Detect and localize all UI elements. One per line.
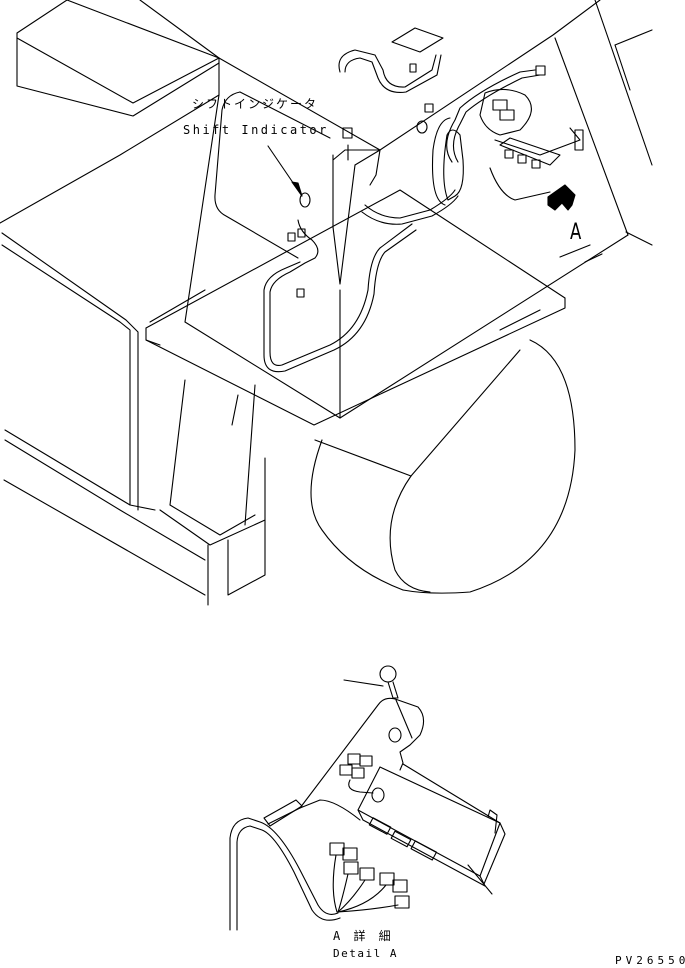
main-harness — [263, 27, 591, 373]
drawing-code: PV26550 — [615, 954, 685, 967]
shift-indicator-label-jp: シフトインジケータ — [192, 97, 319, 111]
detail-a-label-en: Detail A — [333, 947, 398, 960]
detail-a-drawing — [229, 665, 506, 931]
wheel — [310, 339, 576, 594]
shift-indicator-label-en: Shift Indicator — [183, 123, 329, 137]
machine-body — [0, 0, 653, 606]
view-marker-a: A — [570, 220, 582, 245]
detail-a-label-jp: A 詳 細 — [333, 929, 394, 943]
